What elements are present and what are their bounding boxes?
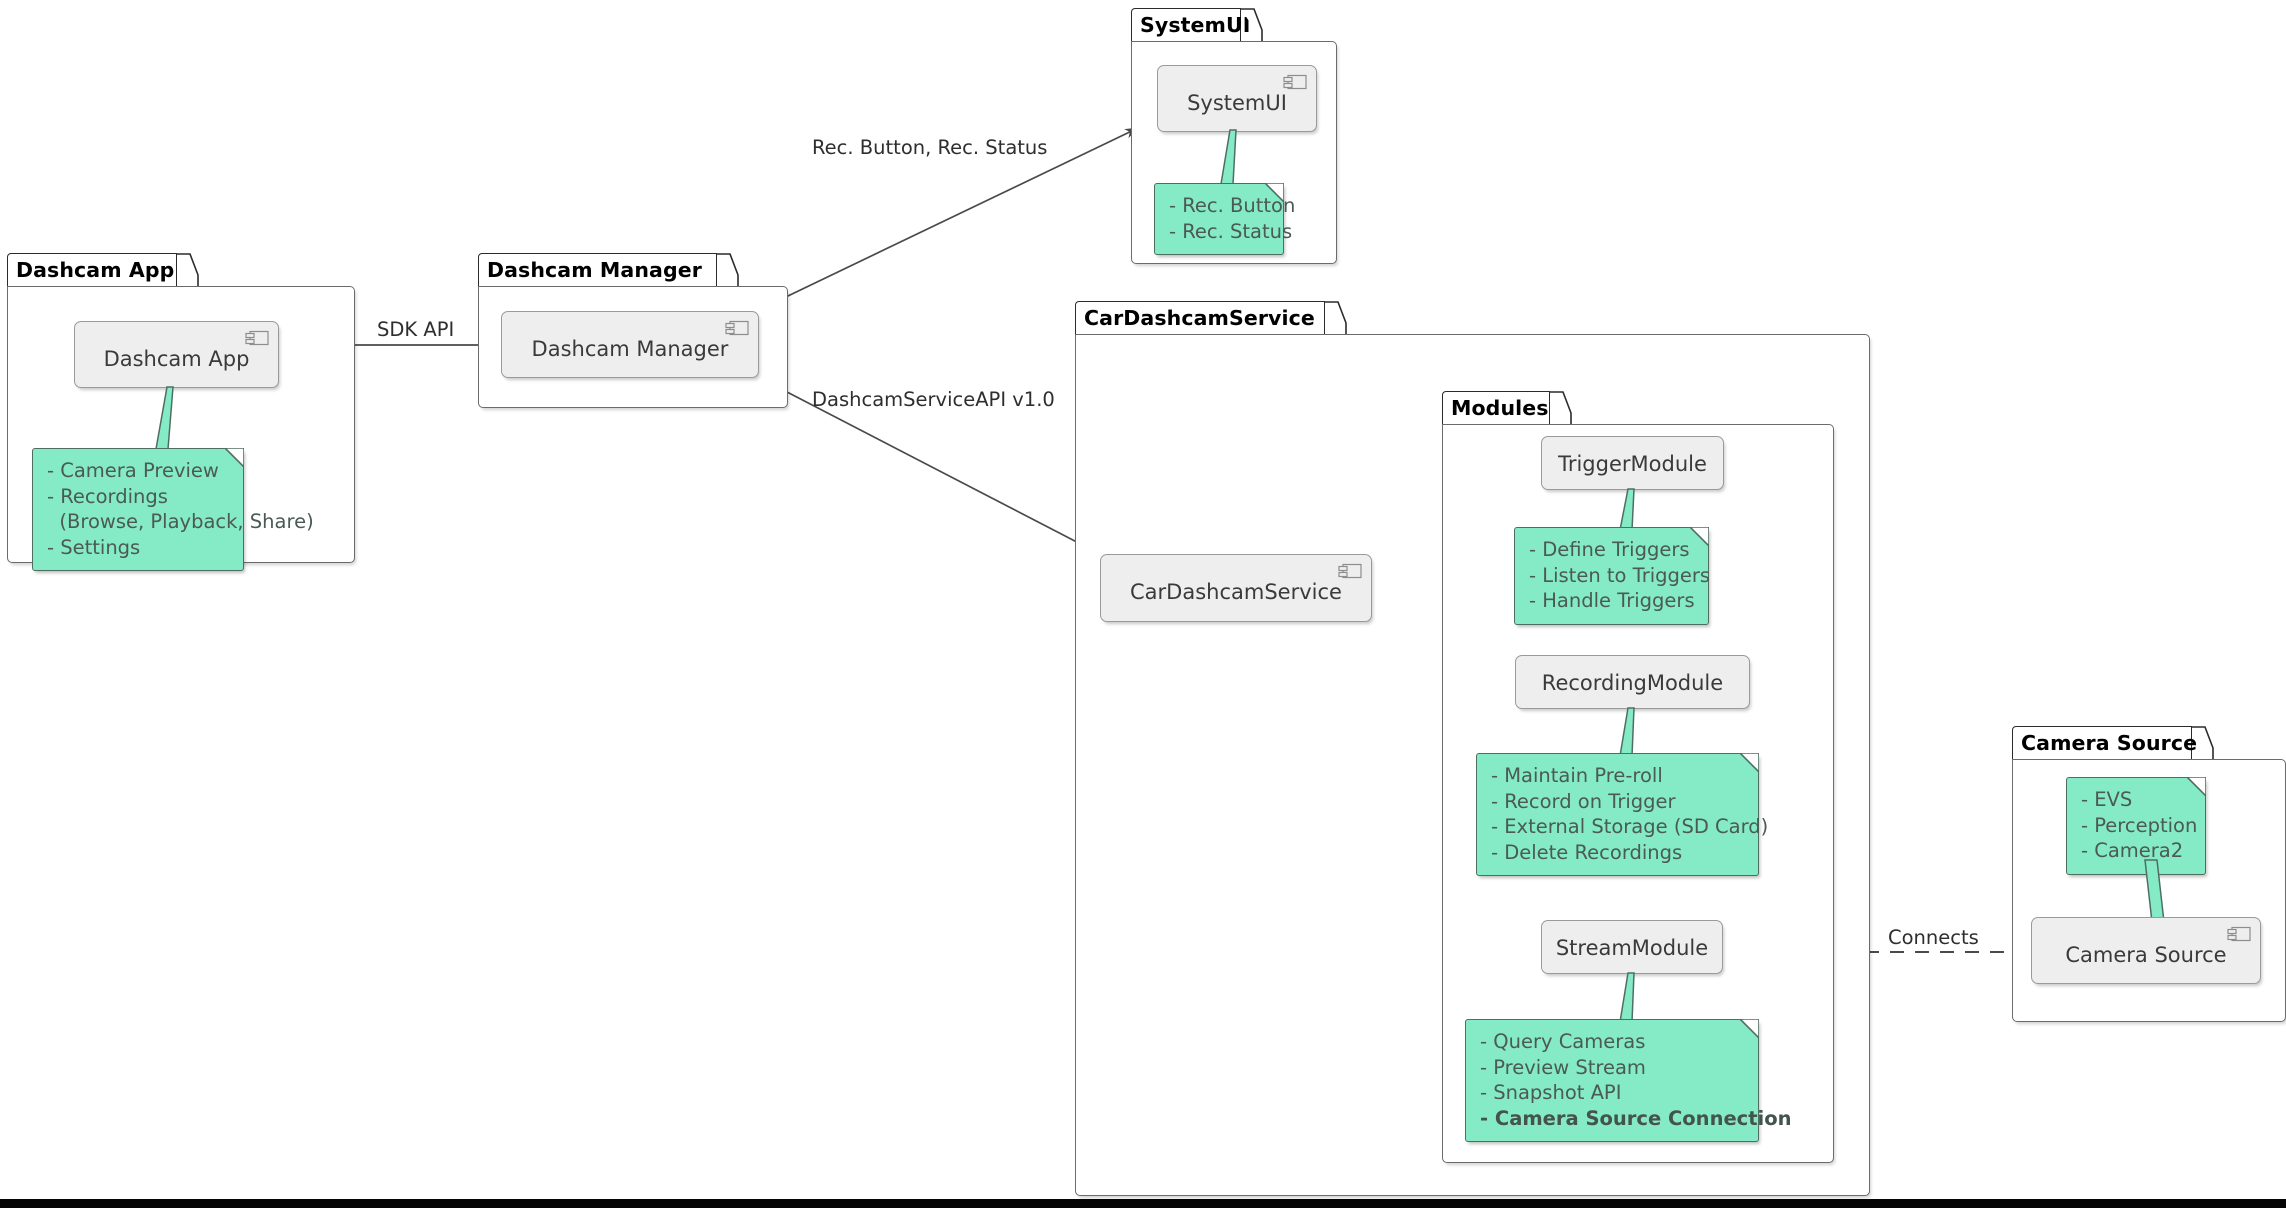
component-label-stream-module: StreamModule [1555,935,1709,960]
note-line: - Handle Triggers [1529,589,1695,613]
package-tab-corner-camera-source [2192,726,2214,760]
note-line: - Recordings [47,484,168,508]
note-dashcam-app: - Camera Preview - Recordings (Browse, P… [32,448,314,572]
note-fold-corner-icon [1740,1019,1759,1038]
edge-label-connects: Connects [1888,926,1979,949]
edge-label-sdk-api: SDK API [377,318,455,341]
package-tab-corner-modules [1550,391,1572,425]
note-fold-corner-icon [225,448,244,467]
component-label-recording-module: RecordingModule [1541,670,1724,695]
component-label-car-dashcam-service: CarDashcamService [1130,580,1342,604]
note-line: (Browse, Playback, Share) [47,510,314,534]
note-line: - Record on Trigger [1491,789,1676,813]
package-title-systemui: SystemUI [1140,13,1251,38]
package-car-dashcam-service[interactable]: CarDashcamService CarDashcamService Modu… [1075,301,1870,1196]
uml-component-icon [1338,563,1362,579]
package-tab-car-dashcam-service: CarDashcamService [1075,301,1325,335]
package-tab-corner-car-dashcam-service [1325,301,1347,335]
package-tab-corner-dashcam-app [177,253,199,287]
package-modules[interactable]: Modules TriggerModule [1442,391,1834,1163]
package-body-dashcam-manager: Dashcam Manager [478,286,788,408]
package-dashcam-manager[interactable]: Dashcam Manager Dashcam Manager [478,253,788,408]
package-body-dashcam-app: Dashcam App - Camera Preview - Recording… [7,286,355,572]
package-tab-modules: Modules [1442,391,1550,425]
note-line: - Camera Preview [47,459,219,482]
package-tab-camera-source: Camera Source [2012,726,2197,760]
uml-component-icon [2227,926,2251,942]
package-body-camera-source: - EVS - Perception - Camera2 Camera Sour… [2012,759,2286,1022]
package-dashcam-app[interactable]: Dashcam App Dashcam App [7,253,355,572]
note-fold-corner-icon [2187,777,2206,796]
package-camera-source[interactable]: Camera Source - EVS - Perception - Camer… [2012,726,2286,1022]
package-tab-corner-systemui [1241,8,1263,42]
note-line: - Delete Recordings [1491,840,1683,864]
package-title-car-dashcam-service: CarDashcamService [1084,306,1315,331]
note-line: - Listen to Triggers [1529,563,1711,587]
note-fold-corner-icon [1740,753,1759,772]
component-recording-module[interactable]: RecordingModule [1515,655,1750,709]
note-line: - Query Cameras [1480,1030,1646,1053]
note-systemui: - Rec. Button - Rec. Status [1154,183,1296,256]
note-line: - EVS [2081,788,2133,811]
note-line: - Perception [2081,813,2198,837]
component-dashcam-manager[interactable]: Dashcam Manager [501,311,759,378]
note-line: - Camera2 [2081,839,2184,863]
note-trigger-module: - Define Triggers - Listen to Triggers -… [1514,527,1711,625]
uml-component-icon [1283,74,1307,90]
note-line: - Rec. Button [1169,194,1296,217]
component-label-dashcam-manager: Dashcam Manager [531,336,729,361]
edge-label-rec-button-status: Rec. Button, Rec. Status [812,136,1048,159]
component-trigger-module[interactable]: TriggerModule [1541,436,1724,490]
package-title-dashcam-app: Dashcam App [16,258,175,283]
component-label-systemui: SystemUI [1187,90,1287,115]
package-body-modules: TriggerModule - Define Triggers - Listen… [1442,424,1834,1163]
note-line: - Define Triggers [1529,538,1690,561]
package-tab-dashcam-app: Dashcam App [7,253,177,287]
note-camera-source: - EVS - Perception - Camera2 [2066,777,2206,875]
note-line: - Camera Source Connection [1480,1106,1792,1130]
edge-label-dashcam-service-api: DashcamServiceAPI v1.0 [812,388,1055,411]
note-line: - Preview Stream [1480,1055,1646,1079]
note-line: - Rec. Status [1169,219,1293,243]
package-systemui[interactable]: SystemUI SystemUI [1131,8,1337,264]
package-body-car-dashcam-service: CarDashcamService Modules [1075,334,1870,1196]
package-title-camera-source: Camera Source [2021,731,2198,756]
component-stream-module[interactable]: StreamModule [1541,920,1723,974]
note-line: - Maintain Pre-roll [1491,764,1663,787]
component-camera-source[interactable]: Camera Source [2031,917,2261,984]
note-anchor-systemui [1220,129,1237,185]
uml-component-icon [725,320,749,336]
bottom-black-bar [0,1199,2286,1208]
note-stream-module: - Query Cameras - Preview Stream - Snaps… [1465,1019,1792,1143]
uml-component-icon [245,330,269,346]
component-systemui[interactable]: SystemUI [1157,65,1317,132]
component-label-trigger-module: TriggerModule [1558,451,1707,476]
note-recording-module: - Maintain Pre-roll - Record on Trigger … [1476,753,1769,877]
component-dashcam-app[interactable]: Dashcam App [74,321,279,388]
note-anchor-dashcam-app [155,386,174,450]
package-body-systemui: SystemUI - Rec. Button - Rec. Status [1131,41,1337,264]
note-fold-corner-icon [1690,527,1709,546]
note-line: - Snapshot API [1480,1081,1622,1105]
package-tab-dashcam-manager: Dashcam Manager [478,253,717,287]
note-fold-corner-icon [1265,183,1284,202]
component-car-dashcam-service[interactable]: CarDashcamService [1100,554,1372,622]
package-tab-corner-dashcam-manager [717,253,739,287]
component-label-dashcam-app: Dashcam App [103,346,250,371]
note-line: - External Storage (SD Card) [1491,815,1769,839]
component-label-camera-source: Camera Source [2065,942,2227,967]
note-line: - Settings [47,535,141,559]
package-title-modules: Modules [1451,396,1549,421]
package-tab-systemui: SystemUI [1131,8,1250,42]
package-title-dashcam-manager: Dashcam Manager [487,258,702,283]
